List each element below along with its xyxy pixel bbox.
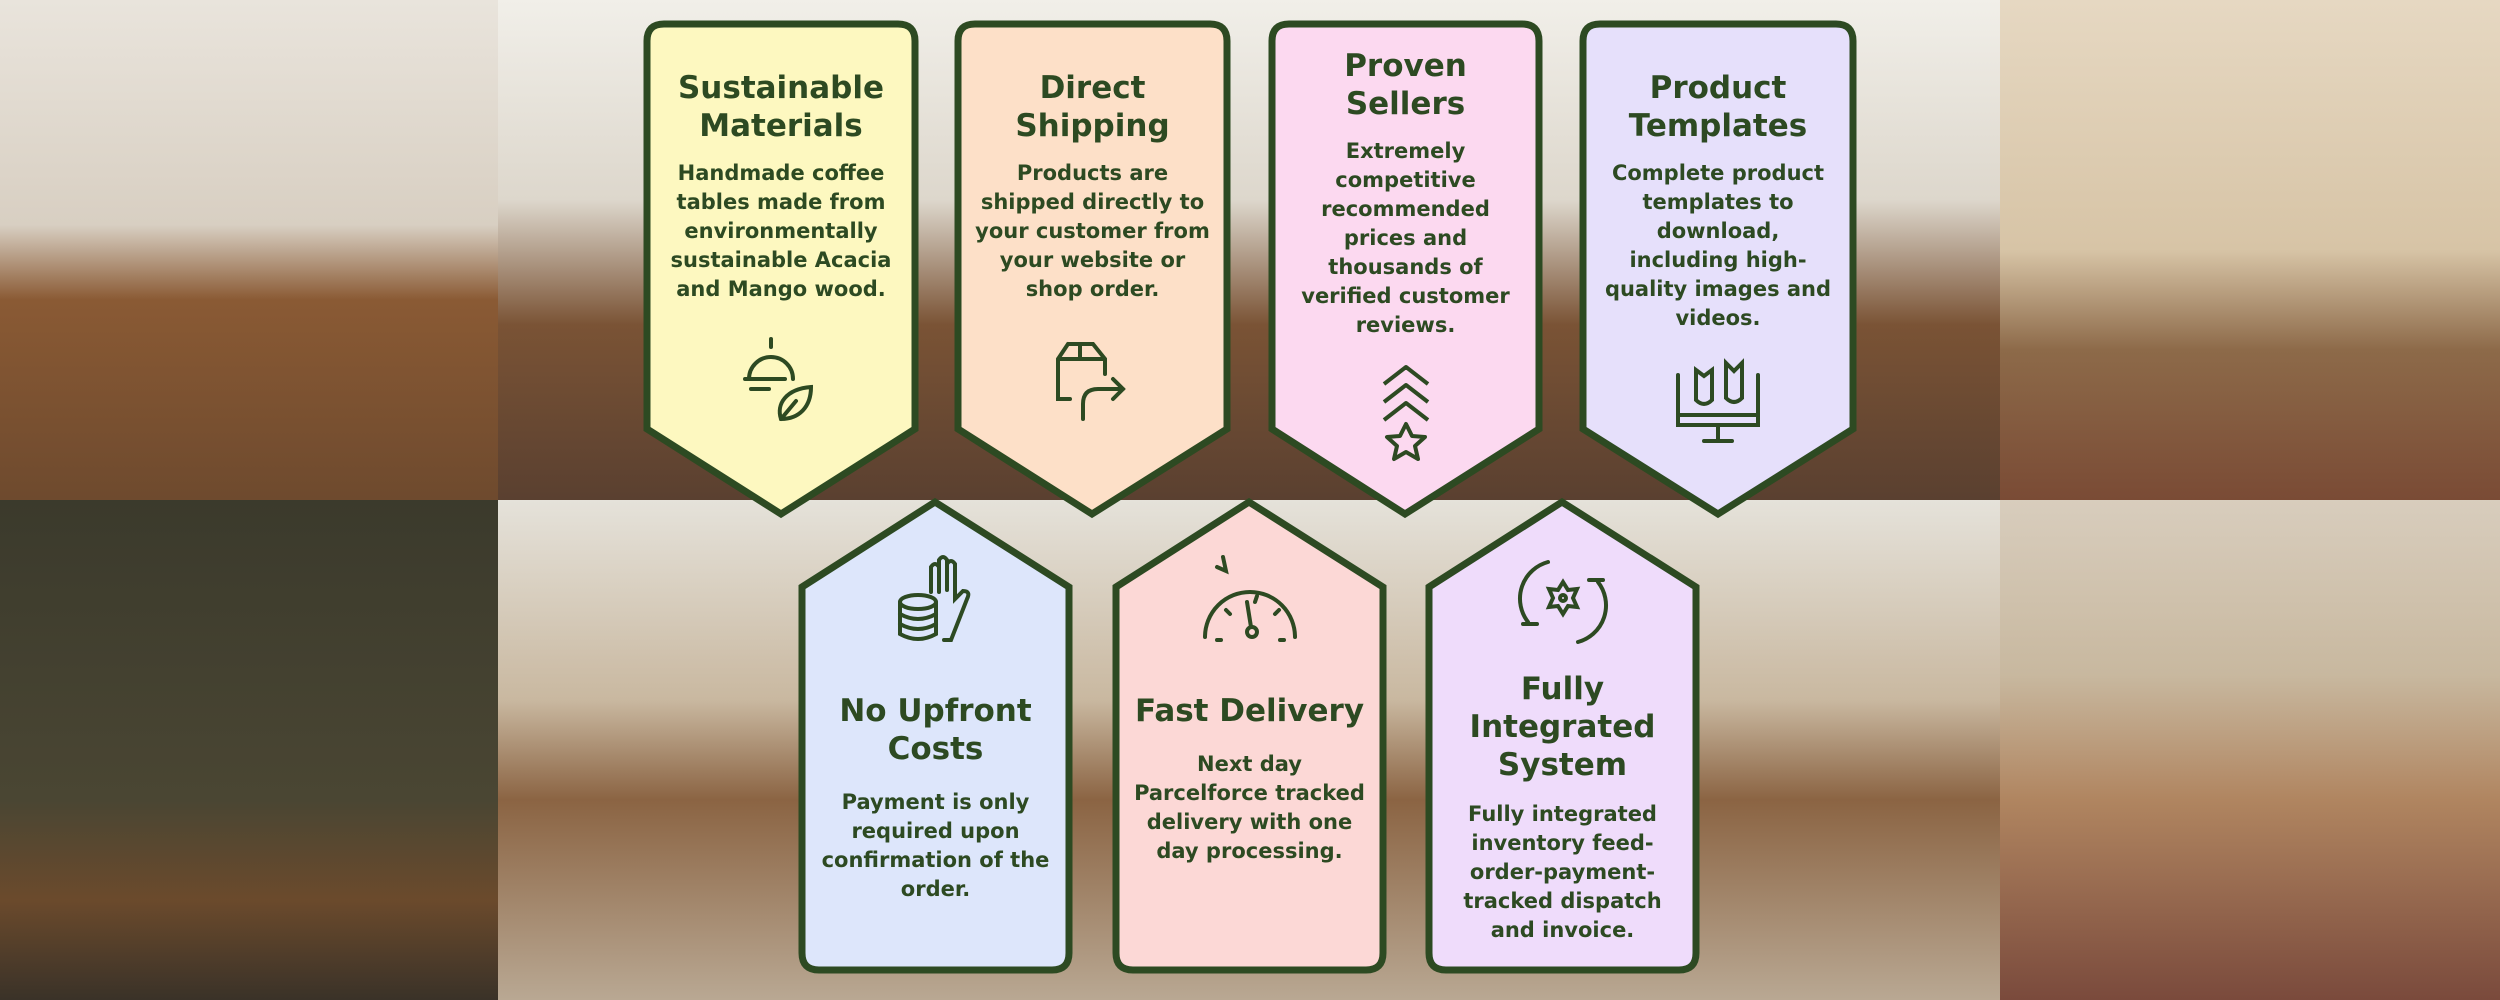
hand-coins-icon bbox=[897, 555, 970, 642]
box-arrow-icon bbox=[1055, 342, 1126, 421]
card-shape bbox=[643, 20, 919, 519]
feature-card-direct-shipping: Direct Shipping Products are shipped dir… bbox=[953, 19, 1232, 519]
photo-carved-coffee-table bbox=[2000, 500, 2500, 1000]
card-body: Payment is only required upon confirmati… bbox=[821, 790, 1050, 901]
feature-card-product-templates: Product Templates Complete product templ… bbox=[1578, 19, 1858, 519]
card-body: Extremely competitive recommended prices… bbox=[1301, 139, 1510, 337]
card-title: Fully Integrated System bbox=[1469, 671, 1656, 783]
chevron-star-icon bbox=[1382, 365, 1429, 461]
card-body: Handmade coffee tables made from environ… bbox=[670, 161, 892, 301]
feature-card-no-upfront-costs: No Upfront Costs Payment is only require… bbox=[797, 497, 1074, 975]
monitor-download-icon bbox=[1676, 358, 1760, 443]
gear-cycle-icon bbox=[1517, 560, 1608, 644]
feature-card-sustainable-materials: Sustainable Materials Handmade coffee ta… bbox=[642, 19, 920, 519]
card-title: No Upfront Costs bbox=[839, 693, 1032, 767]
photo-trunk-coffee-table bbox=[2000, 0, 2500, 500]
speedometer-icon bbox=[1202, 555, 1297, 642]
card-title: Sustainable Materials bbox=[677, 70, 885, 144]
card-body: Complete product templates to download, … bbox=[1604, 161, 1832, 330]
feature-card-fast-delivery: Fast Delivery Next day Parcelforce track… bbox=[1111, 497, 1388, 975]
card-title: Proven Sellers bbox=[1344, 48, 1467, 122]
card-body: Fully integrated inventory feed-order-pa… bbox=[1463, 802, 1662, 942]
feature-card-proven-sellers: Proven Sellers Extremely competitive rec… bbox=[1267, 19, 1544, 519]
card-body: Next day Parcelforce tracked delivery wi… bbox=[1134, 752, 1365, 863]
card-title: Product Templates bbox=[1628, 70, 1808, 144]
card-body: Products are shipped directly to your cu… bbox=[975, 161, 1210, 301]
card-title: Direct Shipping bbox=[1015, 70, 1170, 144]
cloche-leaf-icon bbox=[743, 337, 814, 422]
card-title: Fast Delivery bbox=[1134, 693, 1365, 729]
photo-nesting-tables bbox=[0, 0, 498, 500]
photo-console-table bbox=[0, 500, 498, 1000]
feature-card-fully-integrated-system: Fully Integrated System Fully integrated… bbox=[1424, 497, 1701, 975]
